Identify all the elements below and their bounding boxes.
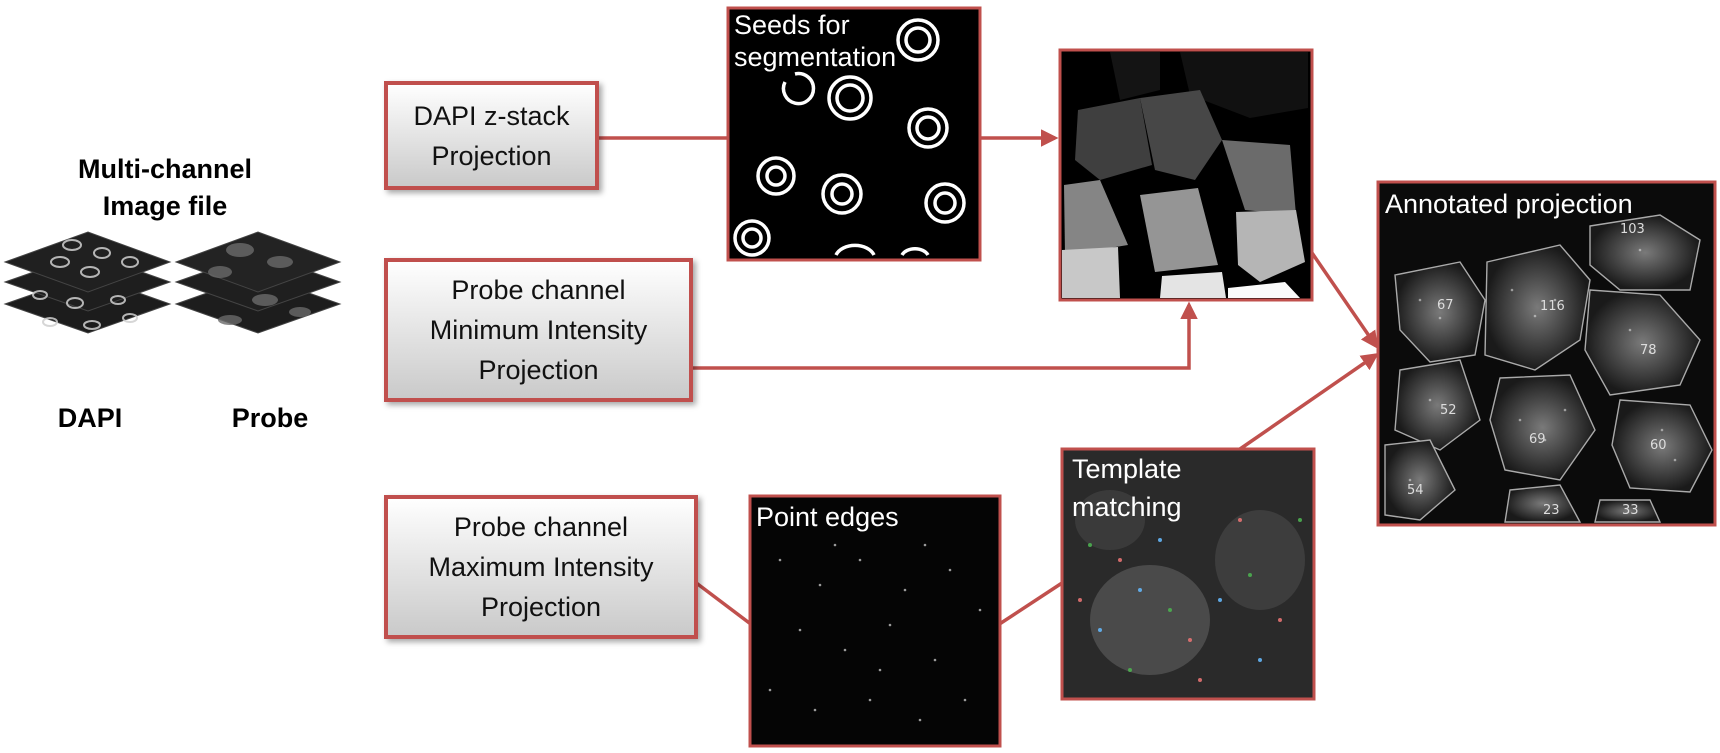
annotated-panel <box>1376 180 1717 527</box>
annotated-cell-67: 67 <box>1437 298 1454 313</box>
template-label-line2: matching <box>1072 492 1182 522</box>
connector-max-to-point <box>693 580 754 627</box>
dapi-stack <box>3 231 172 334</box>
seeds-label-line2: segmentation <box>734 42 897 72</box>
connector-min-to-segmentation <box>693 301 1198 370</box>
annotated-cell-23: 23 <box>1543 503 1560 518</box>
box-dapi-line2: Projection <box>431 141 552 171</box>
box-max-line1: Probe channel <box>453 512 629 542</box>
box-max-projection <box>384 495 698 639</box>
annotated-cell-54: 54 <box>1407 483 1424 498</box>
connector-template-to-annotated <box>1239 353 1379 451</box>
stack-label-probe: Probe <box>231 403 309 433</box>
probe-stack <box>174 231 342 334</box>
segmentation-panel <box>1058 48 1314 302</box>
seeds-panel <box>726 6 982 262</box>
point-edges-panel <box>748 494 1002 748</box>
annotated-label: Annotated projection <box>1385 189 1633 219</box>
title-line2: Image file <box>102 191 228 221</box>
box-min-line2: Minimum Intensity <box>429 315 648 345</box>
annotated-cell-78: 78 <box>1640 343 1657 358</box>
connector-segmentation-to-annotated <box>1308 249 1378 349</box>
point-edges-label: Point edges <box>756 502 899 532</box>
template-panel <box>1060 447 1316 701</box>
box-min-line3: Projection <box>478 355 599 385</box>
connectors <box>597 129 1379 627</box>
annotated-cell-33: 33 <box>1622 503 1639 518</box>
annotated-cell-116: 116 <box>1540 299 1565 314</box>
annotated-cell-103: 103 <box>1620 222 1645 237</box>
title-line1: Multi-channel <box>78 154 252 184</box>
template-label-line1: Template <box>1072 454 1182 484</box>
box-dapi-projection <box>384 81 599 190</box>
box-min-projection <box>384 258 693 402</box>
box-max-line2: Maximum Intensity <box>428 552 654 582</box>
box-min-line1: Probe channel <box>451 275 626 305</box>
annotated-cell-60: 60 <box>1650 438 1667 453</box>
box-dapi-line1: DAPI z-stack <box>413 101 570 131</box>
annotated-cell-69: 69 <box>1529 432 1546 447</box>
stack-label-dapi: DAPI <box>57 403 123 433</box>
connector-point-to-template <box>997 581 1063 627</box>
annotated-cell-52: 52 <box>1440 403 1457 418</box>
seeds-label-line1: Seeds for <box>734 10 850 40</box>
box-max-line3: Projection <box>480 592 602 622</box>
